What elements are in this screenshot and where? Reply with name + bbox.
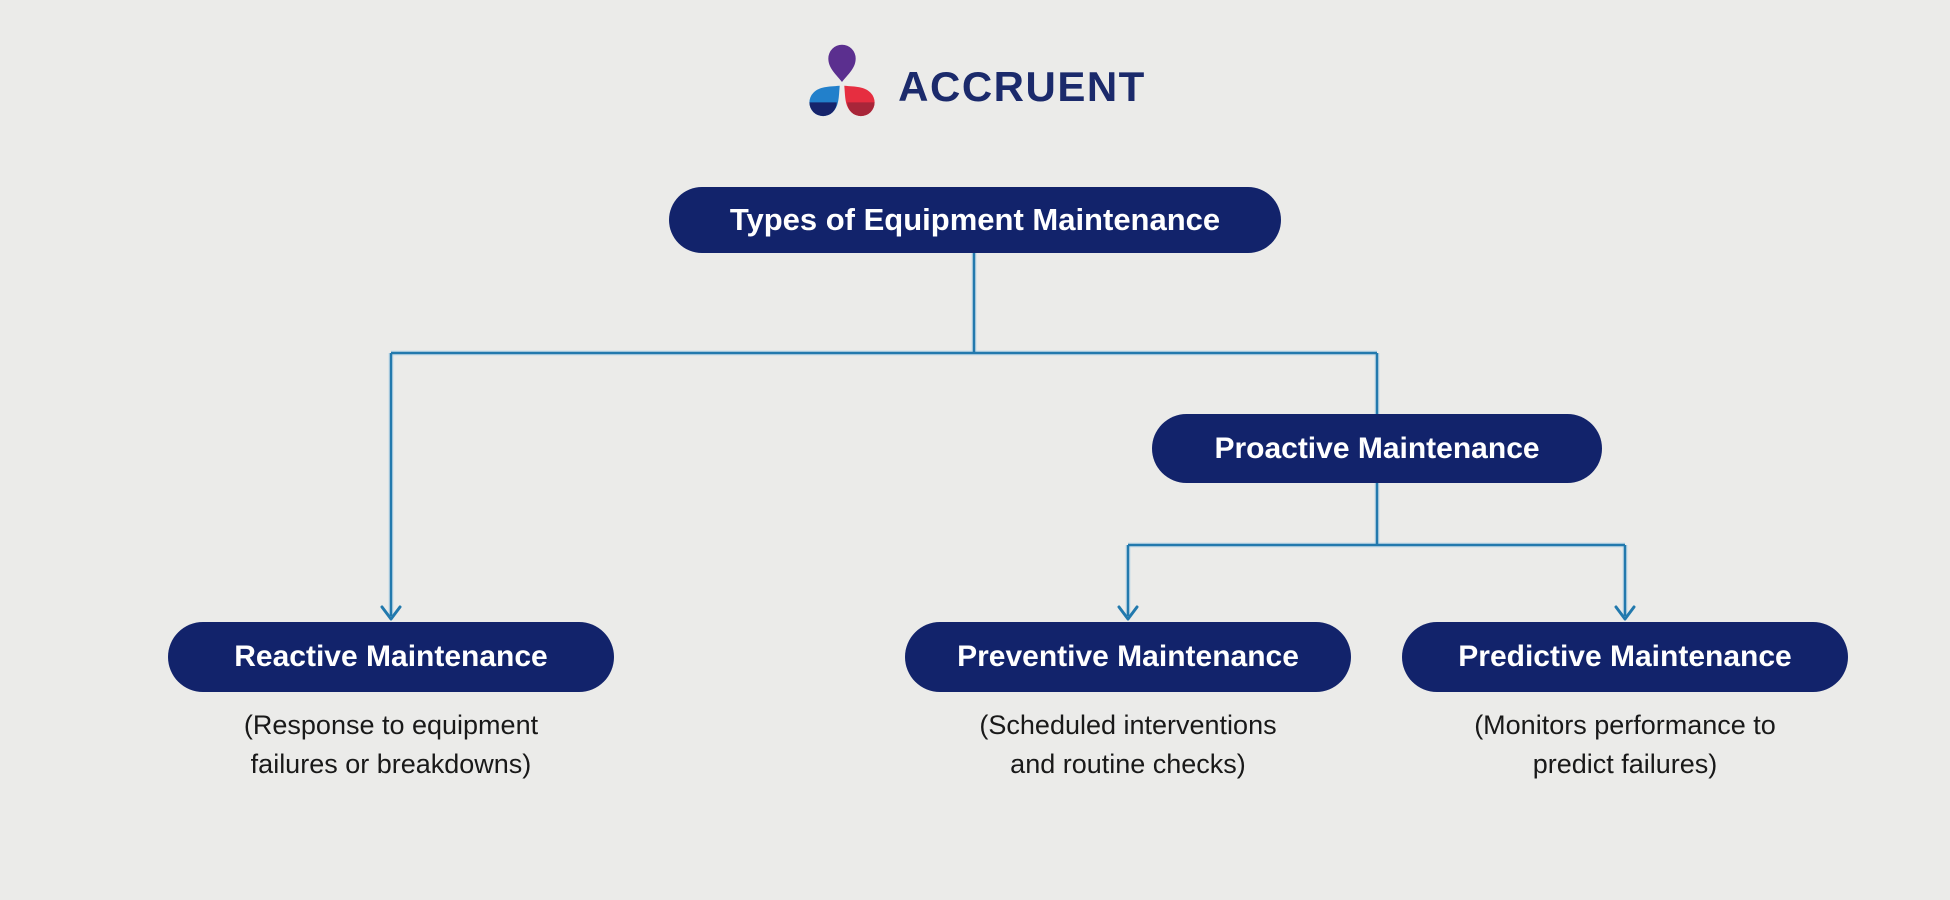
caption-line: and routine checks) (1010, 749, 1246, 779)
arrowhead-reactive-icon (380, 605, 402, 621)
node-reactive-maintenance: Reactive Maintenance (168, 622, 614, 692)
node-label: Types of Equipment Maintenance (729, 202, 1221, 237)
node-label: Proactive Maintenance (1214, 431, 1540, 465)
arrowhead-predictive-icon (1614, 605, 1636, 621)
accruent-wordmark: ACCRUENT (898, 62, 1146, 110)
accruent-logo: ACCRUENT (0, 44, 1950, 123)
node-types-of-equipment-maintenance: Types of Equipment Maintenance (669, 187, 1281, 253)
node-preventive-maintenance: Preventive Maintenance (905, 622, 1351, 692)
caption-line: predict failures) (1532, 749, 1718, 779)
caption-line: (Monitors performance to (1474, 710, 1776, 740)
caption-reactive-maintenance: (Response to equipment failures or break… (111, 706, 671, 784)
node-label: Preventive Maintenance (957, 640, 1299, 673)
node-label: Predictive Maintenance (1458, 640, 1792, 673)
arrowhead-preventive-icon (1117, 605, 1139, 621)
node-label: Reactive Maintenance (234, 640, 548, 673)
caption-line: (Scheduled interventions (979, 710, 1277, 740)
caption-predictive-maintenance: (Monitors performance to predict failure… (1345, 706, 1905, 784)
caption-preventive-maintenance: (Scheduled interventions and routine che… (848, 706, 1408, 784)
node-proactive-maintenance: Proactive Maintenance (1152, 414, 1602, 483)
accruent-logo-mark-icon (809, 44, 875, 117)
caption-line: (Response to equipment (243, 710, 539, 740)
caption-line: failures or breakdowns) (250, 749, 532, 779)
node-predictive-maintenance: Predictive Maintenance (1402, 622, 1848, 692)
